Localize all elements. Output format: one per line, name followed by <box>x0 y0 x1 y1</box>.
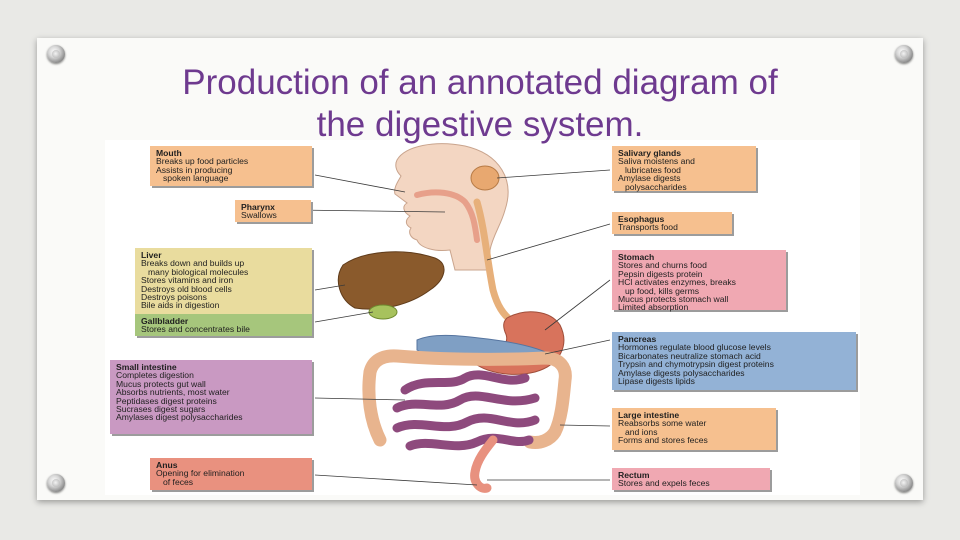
slide-title: Production of an annotated diagram of th… <box>130 62 830 146</box>
large-intestine-label-box: Large intestine Reabsorbs some water and… <box>612 408 776 450</box>
liver-line-5: Destroys poisons <box>141 292 207 303</box>
large-intestine-line-1: Reabsorbs some water <box>618 418 707 429</box>
salivary-glands-heading: Salivary glands <box>618 148 682 158</box>
salivary-glands-line-3: Amylase digests <box>618 173 681 184</box>
liver-organ <box>337 251 445 310</box>
liver-line-4: Destroys old blood cells <box>141 283 232 294</box>
small-intestine-line-3: Absorbs nutrients, most water <box>116 387 230 398</box>
anus-line-2: of feces <box>163 476 194 487</box>
mouth-label-box: Mouth Breaks up food particles Assists i… <box>150 146 312 186</box>
large-intestine-line-2: and ions <box>625 426 658 437</box>
large-intestine-heading: Large intestine <box>618 410 680 420</box>
pharynx-label-box: Pharynx Swallows <box>235 200 311 222</box>
gallbladder-label: Gallbladder Stores and concentrates bile <box>135 314 312 336</box>
anus-heading: Anus <box>156 460 178 470</box>
salivary-glands-label-box: Salivary glands Saliva moistens and lubr… <box>612 146 756 191</box>
mouth-line-3: spoken language <box>163 173 229 184</box>
stomach-line-3: HCl activates enzymes, breaks <box>618 277 736 288</box>
salivary-glands-line-1: Saliva moistens and <box>618 156 695 167</box>
small-intestine-line-4: Peptidases digest proteins <box>116 395 217 406</box>
pancreas-line-3: Trypsin and chymotrypsin digest proteins <box>618 359 774 370</box>
pin-icon-bottom-right <box>895 474 913 492</box>
liver-line-3: Stores vitamins and iron <box>141 275 234 286</box>
anus-line-1: Opening for elimination <box>156 468 245 479</box>
leader-lines <box>294 169 611 486</box>
pharynx-organ <box>414 189 480 243</box>
head-outline <box>394 143 509 271</box>
pancreas-line-2: Bicarbonates neutralize stomach acid <box>618 350 761 361</box>
esophagus-label-box: Esophagus Transports food <box>612 212 732 234</box>
rectum-organ <box>470 435 498 493</box>
gallbladder-organ <box>368 304 398 320</box>
pancreas-line-5: Lipase digests lipids <box>618 376 695 387</box>
stomach-heading: Stomach <box>618 252 655 262</box>
digestive-system-figure: Mouth Breaks up food particles Assists i… <box>105 140 860 495</box>
small-intestine-label-box: Small intestine Completes digestion Mucu… <box>110 360 312 434</box>
pin-icon-top-left <box>47 45 65 63</box>
gallbladder-heading: Gallbladder <box>141 316 189 326</box>
large-intestine-line-3: Forms and stores feces <box>618 435 708 446</box>
liver-heading: Liver <box>141 250 162 260</box>
digestive-anatomy-illustration <box>294 143 611 493</box>
liver-line-1: Breaks down and builds up <box>141 258 245 269</box>
stomach-line-6: Limited absorption <box>618 302 689 313</box>
small-intestine-line-2: Mucus protects gut wall <box>116 378 206 389</box>
pancreas-line-1: Hormones regulate blood glucose levels <box>618 342 771 353</box>
pharynx-heading: Pharynx <box>241 202 275 212</box>
stomach-line-1: Stores and churns food <box>618 260 707 271</box>
salivary-glands-line-4: polysaccharides <box>625 181 687 192</box>
pancreas-line-4: Amylase digests polysaccharides <box>618 367 745 378</box>
rectum-label-box: Rectum Stores and expels feces <box>612 468 770 490</box>
pin-icon-bottom-left <box>47 474 65 492</box>
esophagus-line-1: Transports food <box>618 222 678 233</box>
liver-line-2: many biological molecules <box>148 266 249 277</box>
esophagus-heading: Esophagus <box>618 214 665 224</box>
liver-gallbladder-label-box: Liver Breaks down and builds up many bio… <box>135 248 312 336</box>
small-intestine-line-1: Completes digestion <box>116 370 194 381</box>
salivary-glands-line-2: lubricates food <box>625 164 681 175</box>
mouth-line-2: Assists in producing <box>156 164 233 175</box>
pancreas-label-box: Pancreas Hormones regulate blood glucose… <box>612 332 856 390</box>
title-line-1: Production of an annotated diagram of <box>182 63 778 102</box>
small-intestine-organ <box>392 370 540 451</box>
pharynx-line-1: Swallows <box>241 210 277 221</box>
pancreas-heading: Pancreas <box>618 334 657 344</box>
stomach-line-5: Mucus protects stomach wall <box>618 294 729 305</box>
salivary-gland-organ <box>470 165 500 191</box>
small-intestine-heading: Small intestine <box>116 362 177 372</box>
mouth-line-1: Breaks up food particles <box>156 156 249 167</box>
liver-line-6: Bile aids in digestion <box>141 300 220 311</box>
large-intestine-organ <box>362 349 572 449</box>
stomach-label-box: Stomach Stores and churns food Pepsin di… <box>612 250 786 313</box>
esophagus-organ <box>473 198 517 326</box>
anus-label-box: Anus Opening for elimination of feces <box>150 458 312 490</box>
stomach-line-2: Pepsin digests protein <box>618 268 703 279</box>
rectum-line-1: Stores and expels feces <box>618 478 710 489</box>
mouth-heading: Mouth <box>156 148 182 158</box>
pin-icon-top-right <box>895 45 913 63</box>
title-line-2: the digestive system. <box>316 105 644 144</box>
rectum-heading: Rectum <box>618 470 650 480</box>
small-intestine-line-6: Amylases digest polysaccharides <box>116 412 243 423</box>
stomach-line-4: up food, kills germs <box>625 285 700 296</box>
small-intestine-line-5: Sucrases digest sugars <box>116 404 206 415</box>
gallbladder-line-1: Stores and concentrates bile <box>141 324 250 335</box>
